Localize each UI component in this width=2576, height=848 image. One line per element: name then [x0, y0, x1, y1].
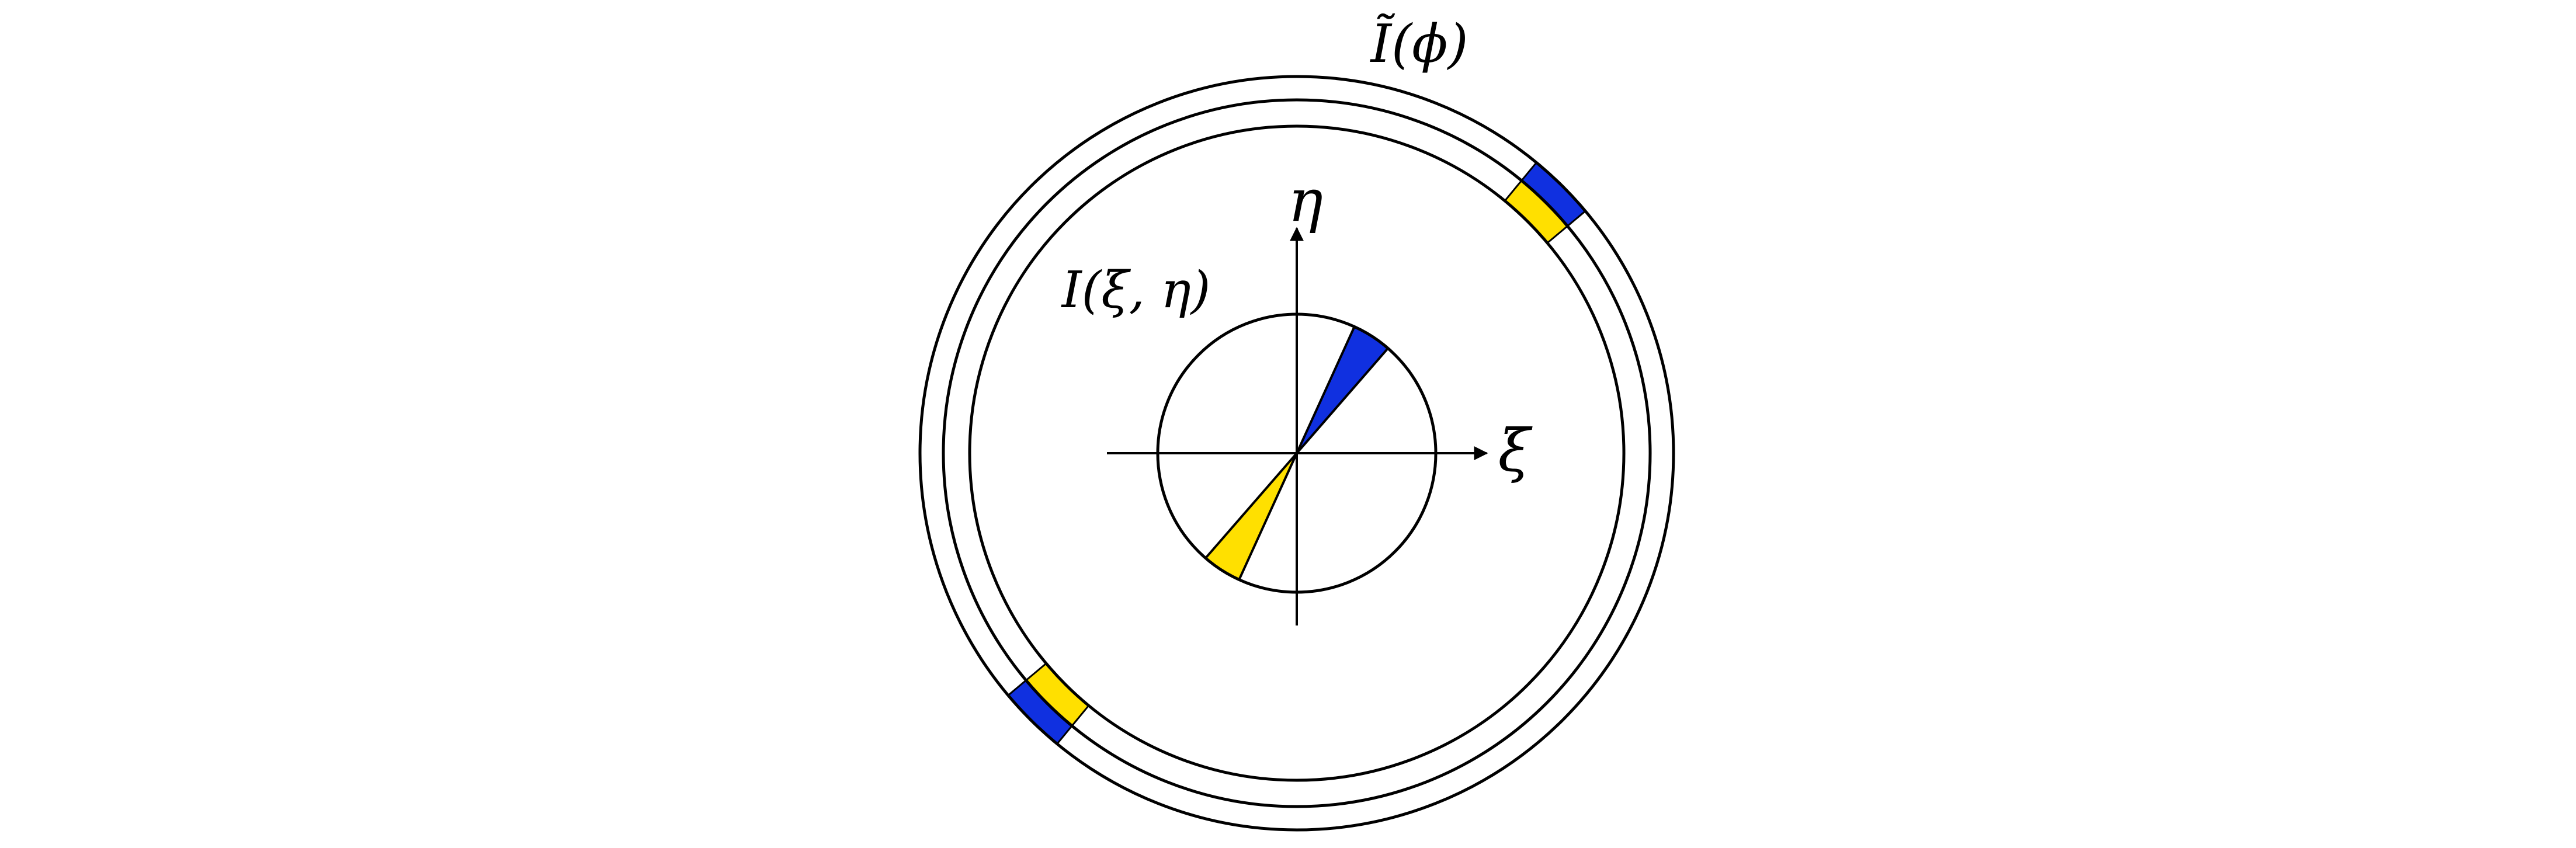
- ring-middle-circle: [942, 98, 1652, 808]
- inner-wedge-blue: [1296, 325, 1390, 454]
- xi-axis-label: ξ: [1498, 416, 1533, 485]
- ring-outer-circle: [918, 75, 1675, 832]
- transform-label: Ĩ(ϕ): [1369, 13, 1468, 75]
- eta-axis-label: η: [1288, 166, 1323, 235]
- image-label: I(ξ, η): [1061, 261, 1211, 319]
- inner-wedge-yellow: [1204, 452, 1298, 582]
- ring-inner-circle: [968, 124, 1626, 782]
